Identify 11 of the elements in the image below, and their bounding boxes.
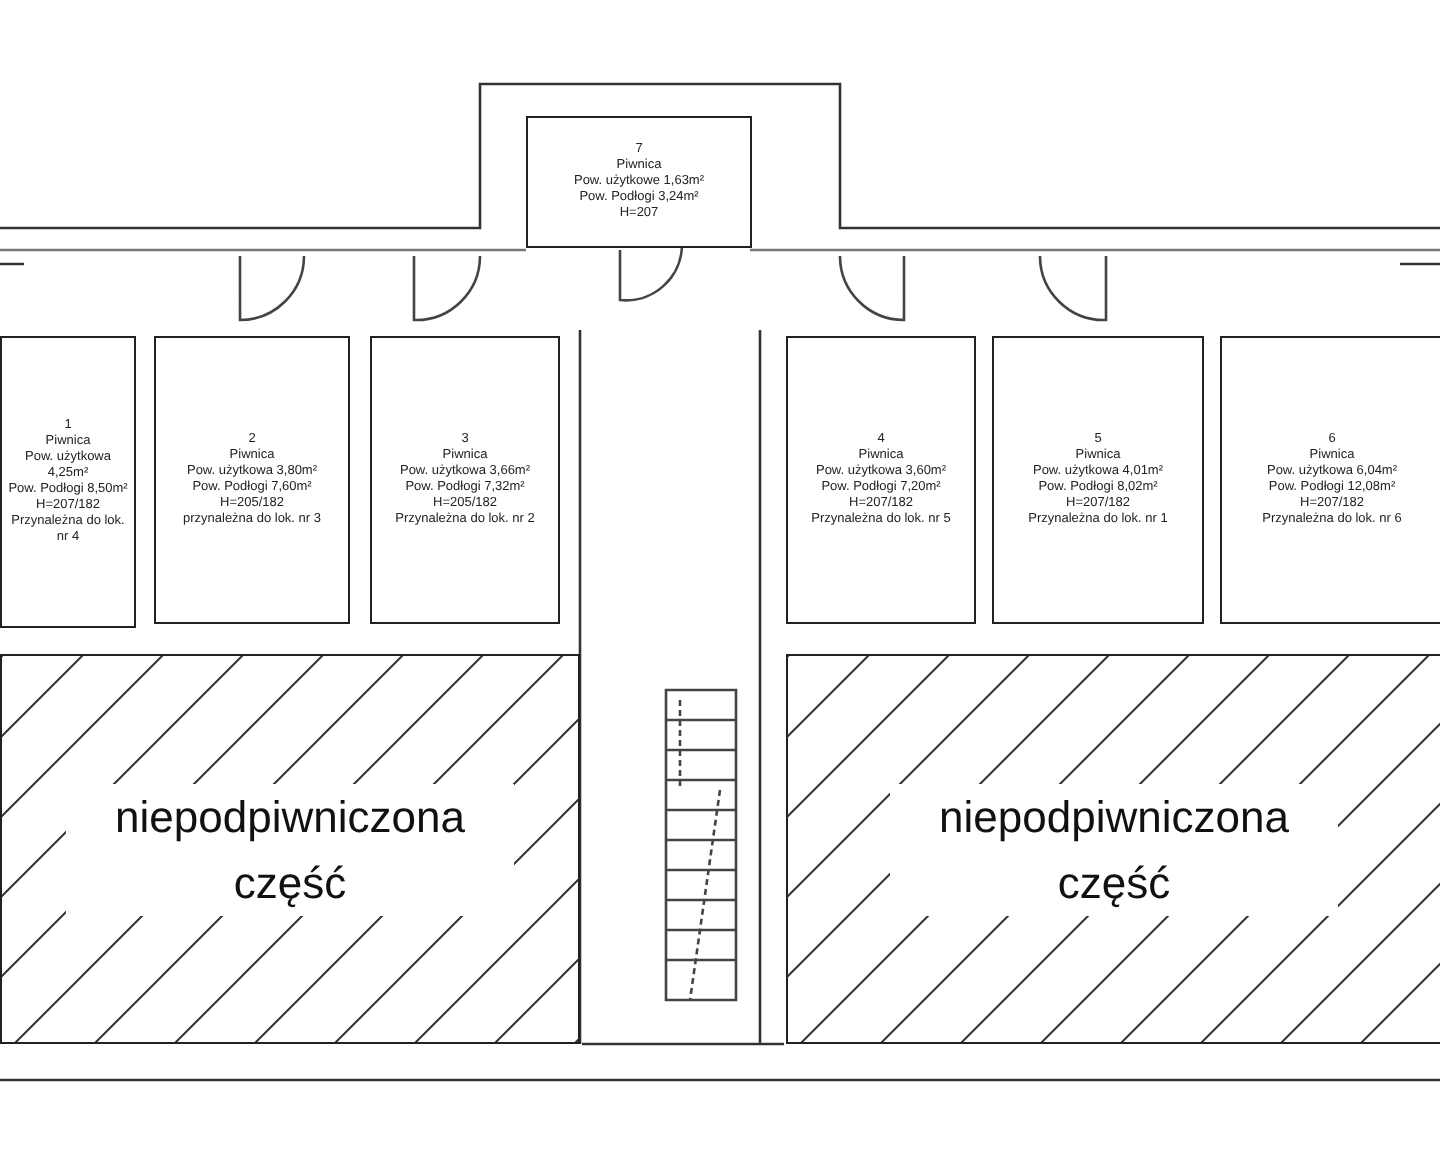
area-label: niepodpiwniczona część (66, 783, 514, 915)
hatched-area (0, 654, 580, 1044)
hatched-area (786, 654, 1440, 1044)
room-outline (0, 336, 136, 628)
room-outline (1220, 336, 1440, 624)
room-outline (526, 116, 752, 248)
room-outline (154, 336, 350, 624)
room-outline (992, 336, 1204, 624)
room-outline (786, 336, 976, 624)
area-label: niepodpiwniczona część (890, 783, 1338, 915)
room-outline (370, 336, 560, 624)
